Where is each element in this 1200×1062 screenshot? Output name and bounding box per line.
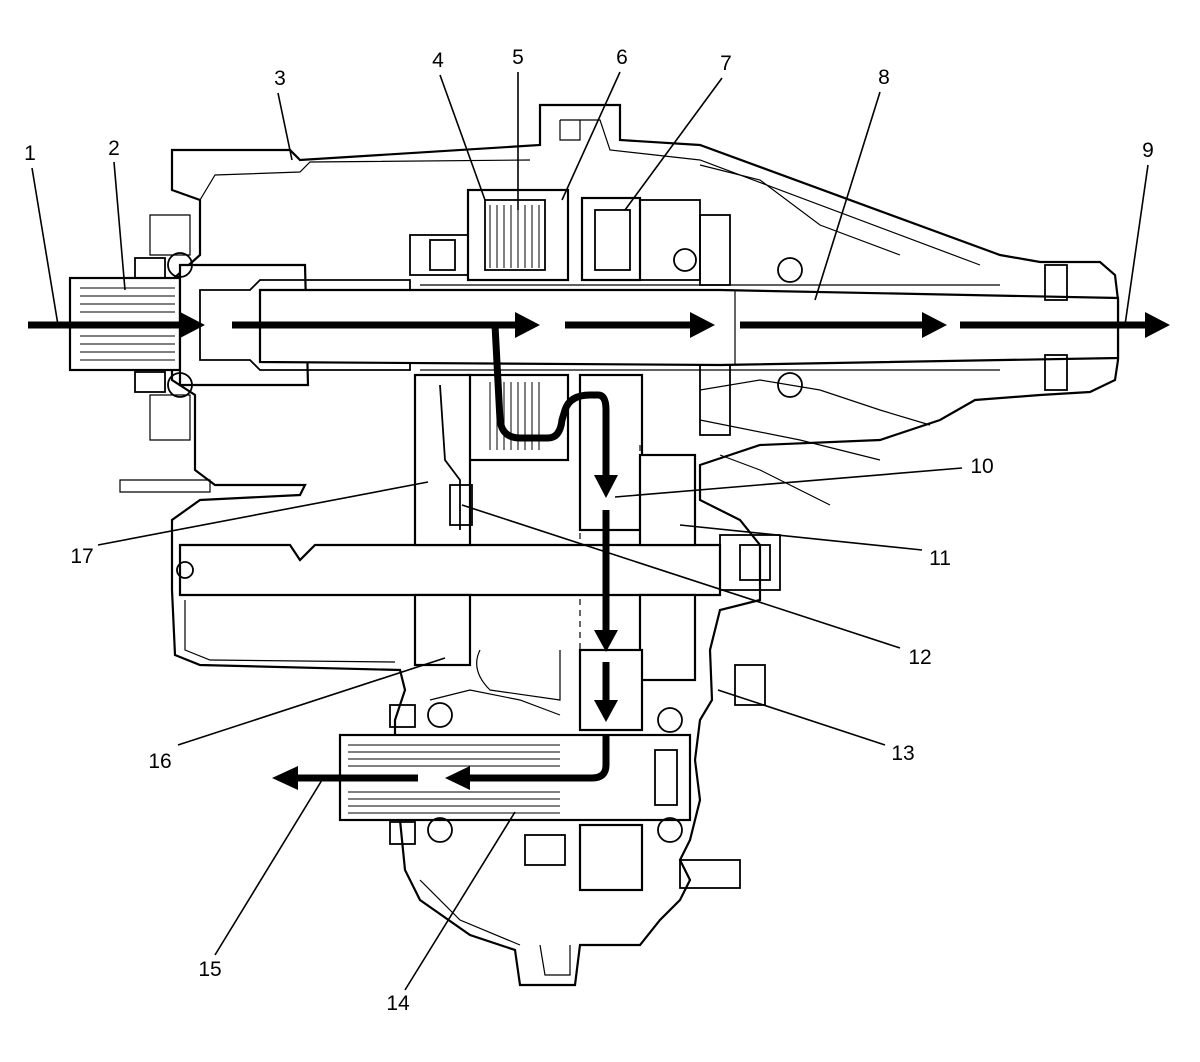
leader-9 — [1124, 164, 1149, 326]
callout-3: 3 — [274, 67, 286, 90]
leader-13 — [717, 689, 886, 746]
callout-14: 14 — [386, 992, 410, 1015]
callout-2: 2 — [108, 137, 120, 160]
callout-15: 15 — [198, 958, 221, 981]
front-output-splines — [348, 744, 560, 814]
leader-14 — [404, 811, 516, 991]
front-output-shaft — [338, 648, 766, 892]
leader-8 — [814, 91, 881, 301]
callout-7: 7 — [720, 52, 732, 75]
lower-shaft — [176, 373, 781, 682]
callout-5: 5 — [512, 46, 524, 69]
leader-17 — [97, 481, 429, 546]
leader-lines — [31, 71, 1149, 991]
callout-1: 1 — [24, 142, 36, 165]
clutch-plates-upper — [489, 205, 540, 268]
callout-13: 13 — [891, 742, 914, 765]
clutch-pack — [409, 188, 570, 462]
callout-9: 9 — [1142, 139, 1154, 162]
callout-17: 17 — [70, 545, 93, 568]
leader-7 — [624, 77, 723, 211]
leader-15 — [214, 779, 323, 956]
power-flow — [28, 312, 1170, 790]
callout-10: 10 — [970, 455, 993, 478]
callout-6: 6 — [616, 46, 628, 69]
leader-3 — [277, 92, 293, 161]
leader-1 — [31, 167, 59, 326]
callout-11: 11 — [929, 547, 951, 570]
leader-12 — [461, 504, 901, 649]
callout-12: 12 — [908, 646, 931, 669]
leader-6 — [561, 71, 621, 201]
leader-2 — [113, 161, 126, 291]
rear-bearings — [699, 214, 1068, 436]
callout-labels: 1 2 3 4 5 6 7 8 9 10 11 12 13 14 15 16 1… — [24, 46, 1154, 1015]
leader-16 — [177, 657, 446, 746]
callout-8: 8 — [878, 66, 890, 89]
input-splines — [80, 287, 175, 361]
callout-16: 16 — [148, 750, 171, 773]
leader-4 — [439, 74, 486, 201]
leader-11 — [679, 524, 923, 551]
callout-4: 4 — [432, 49, 444, 72]
leader-10 — [614, 467, 963, 498]
